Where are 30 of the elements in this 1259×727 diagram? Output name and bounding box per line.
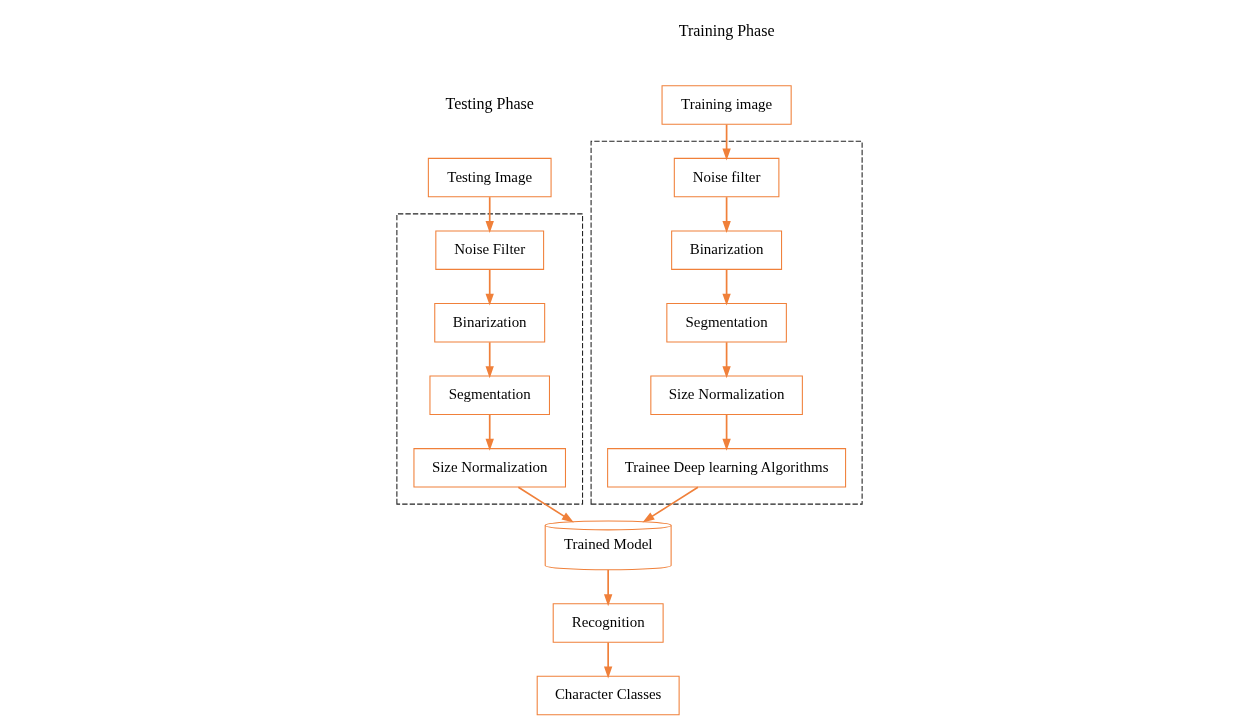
node-box: Binarization bbox=[434, 302, 546, 342]
node-box: Noise Filter bbox=[435, 229, 545, 270]
label: Training Phase bbox=[678, 21, 775, 39]
arrow bbox=[485, 195, 494, 233]
arrow bbox=[517, 485, 574, 522]
node-box: Segmentation bbox=[666, 302, 787, 342]
cluster bbox=[590, 140, 863, 505]
node-box: Noise filter bbox=[673, 157, 780, 197]
arrow bbox=[722, 340, 731, 378]
arrow bbox=[485, 268, 494, 306]
node-box: Trainee Deep learning Algorithms bbox=[607, 447, 847, 488]
label: Testing Phase bbox=[445, 94, 534, 112]
arrow bbox=[603, 641, 613, 678]
node-box: Character Classes bbox=[536, 675, 680, 715]
arrow bbox=[485, 413, 494, 451]
node-box: Size Normalization bbox=[650, 375, 803, 415]
node-box: Recognition bbox=[552, 602, 664, 643]
arrow bbox=[603, 568, 613, 606]
node-box: Testing Image bbox=[427, 157, 552, 197]
cluster bbox=[396, 212, 584, 505]
node-box: Binarization bbox=[671, 229, 783, 270]
arrow bbox=[722, 268, 731, 306]
node-box: Training image bbox=[661, 84, 792, 125]
node-box: Size Normalization bbox=[413, 447, 566, 488]
arrow bbox=[722, 195, 731, 233]
arrow bbox=[642, 485, 699, 522]
arrow bbox=[722, 123, 731, 160]
arrow bbox=[722, 413, 731, 451]
arrow bbox=[485, 340, 494, 378]
node-box: Segmentation bbox=[429, 375, 550, 415]
